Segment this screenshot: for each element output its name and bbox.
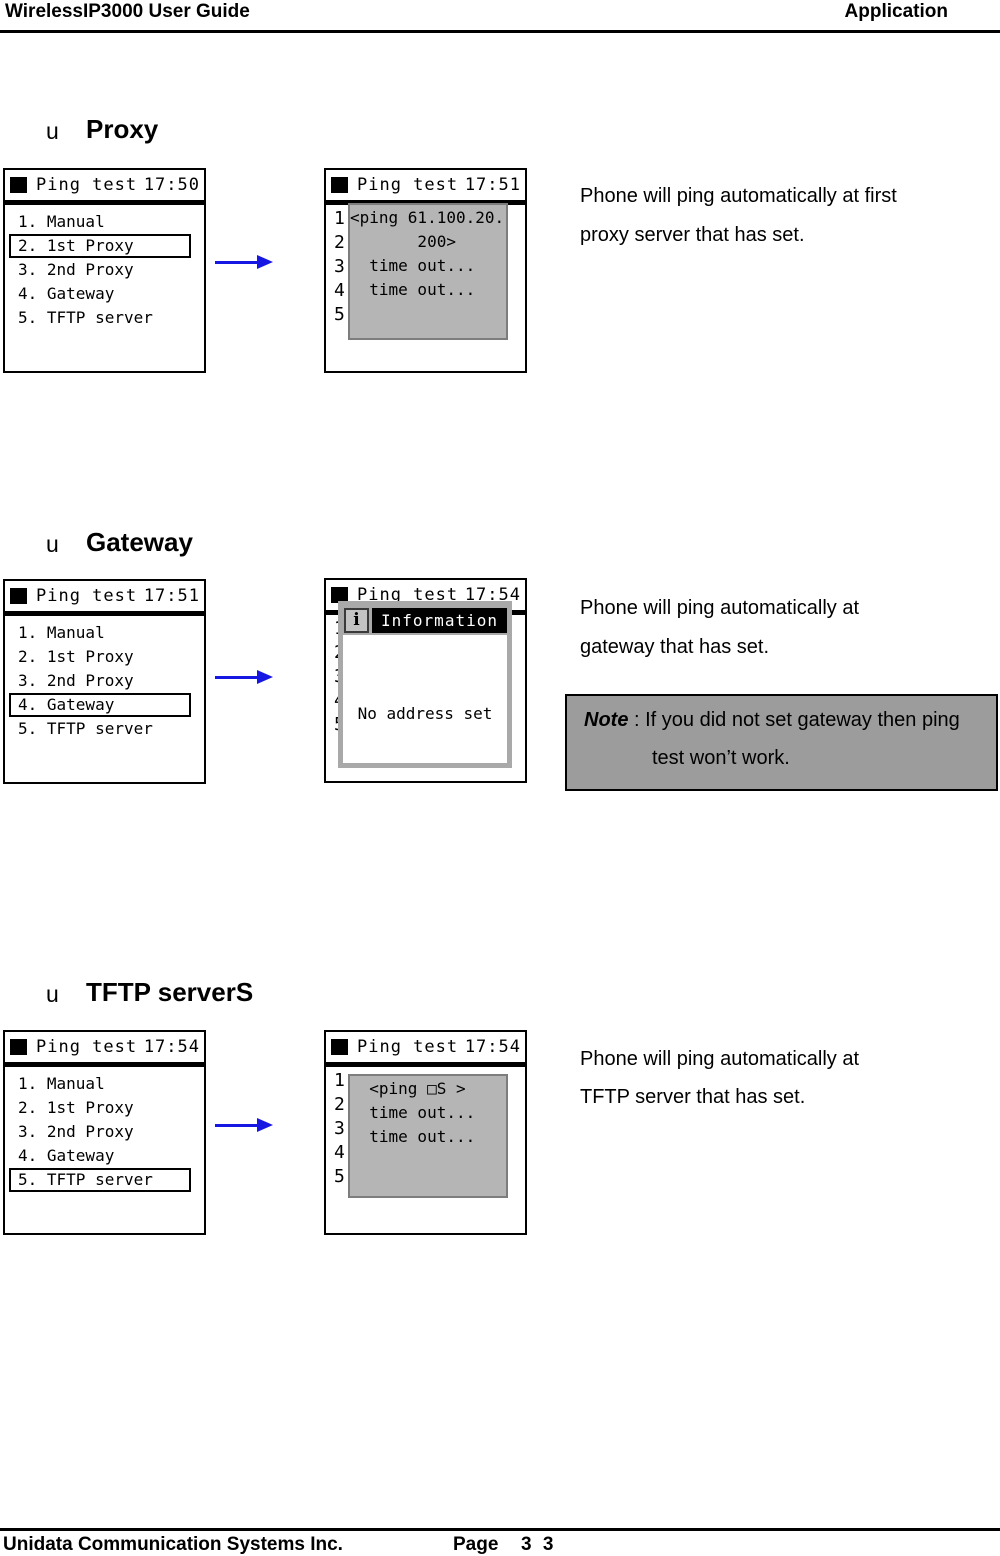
menu-item-1st-proxy: 2. 1st Proxy: [18, 647, 134, 666]
ping-output-line: time out...: [350, 280, 476, 299]
ping-test-menu: 1. Manual 2. 1st Proxy 3. 2nd Proxy 4. G…: [5, 210, 204, 330]
information-dialog-title: Information: [372, 608, 507, 633]
menu-item-1st-proxy-selected: 2. 1st Proxy: [9, 234, 191, 258]
menu-item-gateway-selected: 4. Gateway: [9, 693, 191, 717]
menu-item-1st-proxy: 2. 1st Proxy: [18, 1098, 134, 1117]
screen-title: Ping test: [357, 585, 459, 605]
gateway-section-title: Gateway: [86, 527, 193, 557]
ping-output-line: time out...: [350, 256, 476, 275]
screen-clock: 17:54: [464, 585, 521, 605]
tftp-description-line2: TFTP server that has set.: [580, 1086, 806, 1108]
screen-title: Ping test: [36, 1037, 138, 1057]
menu-item-tftp-server: 5. TFTP server: [18, 308, 153, 327]
information-dialog: i Information No address set: [338, 601, 512, 768]
header-rule: [0, 30, 1000, 33]
ping-output-panel: <ping 61.100.20. 200> time out... time o…: [348, 203, 508, 340]
status-square-icon: [10, 177, 27, 193]
phone-title-bar: Ping test 17:54: [326, 580, 525, 610]
footer-page-number: 3 3: [521, 1534, 557, 1555]
ping-output-line: 200>: [350, 232, 456, 251]
title-divider: [326, 200, 525, 205]
transition-arrow-icon: [215, 670, 273, 684]
status-square-icon: [10, 588, 27, 604]
tftp-bullet: u: [46, 981, 59, 1007]
note-line2: test won’t work.: [652, 747, 790, 769]
status-square-icon: [331, 177, 348, 193]
info-icon: i: [344, 608, 369, 633]
phone-title-bar: Ping test 17:51: [326, 170, 525, 200]
menu-item-gateway: 4. Gateway: [18, 1146, 115, 1165]
screen-title: Ping test: [36, 586, 138, 606]
status-square-icon: [10, 1039, 27, 1055]
phone-title-bar: Ping test 17:54: [5, 1032, 204, 1062]
document-title: WirelessIP3000 User Guide: [5, 1, 250, 22]
tftp-description-line1: Phone will ping automatically at: [580, 1048, 860, 1070]
ping-output-line: time out...: [350, 1103, 476, 1122]
menu-item-manual: 1. Manual: [18, 212, 105, 231]
screen-clock: 17:54: [143, 1037, 200, 1057]
status-square-icon: [331, 587, 348, 603]
phone-title-bar: Ping test 17:50: [5, 170, 204, 200]
tftp-menu-screen: Ping test 17:54 1. Manual 2. 1st Proxy 3…: [3, 1030, 206, 1235]
transition-arrow-icon: [215, 1118, 273, 1132]
information-dialog-message: No address set: [357, 704, 493, 723]
footer-company: Unidata Communication Systems Inc.: [3, 1534, 343, 1555]
gateway-description-line1: Phone will ping automatically at: [580, 597, 860, 619]
screen-clock: 17:50: [143, 175, 200, 195]
ping-test-menu: 1. Manual 2. 1st Proxy 3. 2nd Proxy 4. G…: [5, 621, 204, 741]
tftp-section-title: TFTP serverS: [86, 977, 254, 1007]
proxy-bullet: u: [46, 118, 59, 144]
ping-output-panel: <ping □S > time out... time out...: [348, 1074, 508, 1198]
gateway-information-screen: Ping test 17:54 12 34 5 i Information No…: [324, 578, 527, 783]
note-box: Note : If you did not set gateway then p…: [565, 694, 998, 791]
menu-item-2nd-proxy: 3. 2nd Proxy: [18, 260, 134, 279]
title-divider: [5, 200, 204, 205]
phone-title-bar: Ping test 17:51: [5, 581, 204, 611]
note-text1: If you did not set gateway then ping: [645, 709, 960, 731]
gateway-bullet: u: [46, 531, 59, 557]
menu-item-manual: 1. Manual: [18, 623, 105, 642]
screen-title: Ping test: [36, 175, 138, 195]
transition-arrow-icon: [215, 255, 273, 269]
ping-output-line: <ping □S >: [350, 1079, 466, 1098]
ping-output-line: <ping 61.100.20.: [350, 208, 505, 227]
screen-clock: 17:51: [464, 175, 521, 195]
menu-item-gateway: 4. Gateway: [18, 284, 115, 303]
menu-item-tftp-server: 5. TFTP server: [18, 719, 153, 738]
footer-rule: [0, 1528, 1000, 1531]
menu-item-2nd-proxy: 3. 2nd Proxy: [18, 671, 134, 690]
screen-title: Ping test: [357, 1037, 459, 1057]
header-section-label: Application: [844, 1, 948, 22]
status-square-icon: [331, 1039, 348, 1055]
proxy-menu-screen: Ping test 17:50 1. Manual 2. 1st Proxy 3…: [3, 168, 206, 373]
title-divider: [326, 1062, 525, 1067]
screen-clock: 17:54: [464, 1037, 521, 1057]
gateway-description-line2: gateway that has set.: [580, 636, 770, 658]
gateway-menu-screen: Ping test 17:51 1. Manual 2. 1st Proxy 3…: [3, 579, 206, 784]
screen-clock: 17:51: [143, 586, 200, 606]
screen-title: Ping test: [357, 175, 459, 195]
ping-test-menu: 1. Manual 2. 1st Proxy 3. 2nd Proxy 4. G…: [5, 1072, 204, 1192]
phone-title-bar: Ping test 17:54: [326, 1032, 525, 1062]
note-label: Note: [584, 709, 629, 731]
proxy-description-line1: Phone will ping automatically at first: [580, 185, 897, 207]
proxy-description-line2: proxy server that has set.: [580, 224, 805, 246]
menu-item-2nd-proxy: 3. 2nd Proxy: [18, 1122, 134, 1141]
footer-page-label: Page: [453, 1534, 499, 1555]
information-dialog-header: i Information: [343, 606, 507, 635]
ping-output-line: time out...: [350, 1127, 476, 1146]
title-divider: [5, 1062, 204, 1067]
menu-item-tftp-server-selected: 5. TFTP server: [9, 1168, 191, 1192]
proxy-section-title: Proxy: [86, 114, 159, 144]
menu-item-manual: 1. Manual: [18, 1074, 105, 1093]
title-divider: [5, 611, 204, 616]
note-line1: Note : If you did not set gateway then p…: [584, 709, 960, 731]
